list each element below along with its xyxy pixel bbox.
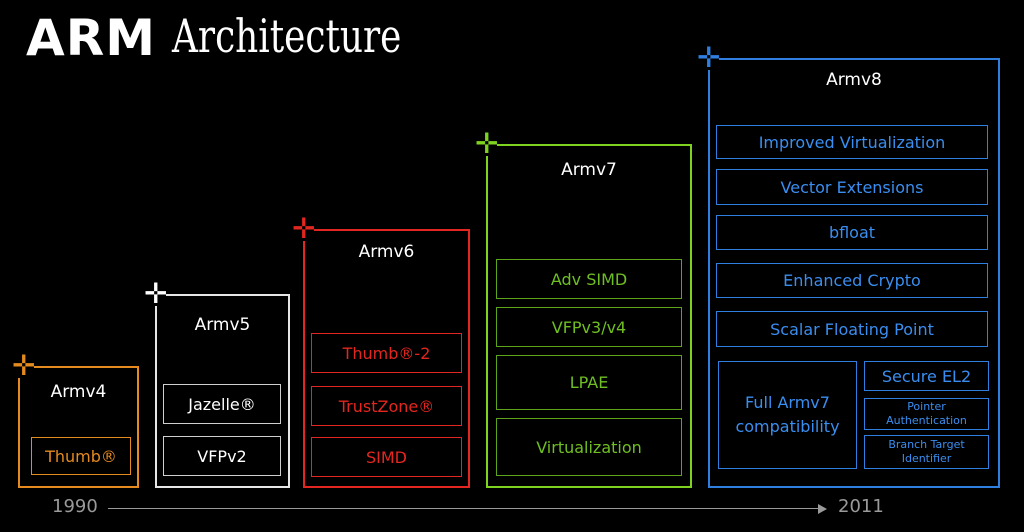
timeline-end-year: 2011: [838, 496, 884, 517]
armv8-feature-bfloat: bfloat: [716, 215, 988, 250]
armv8-feature-vector-extensions: Vector Extensions: [716, 169, 988, 205]
armv8-feature-full-armv7: Full Armv7 compatibility: [718, 361, 857, 469]
armv6-feature-simd: SIMD: [311, 437, 462, 477]
armv6-box: [303, 229, 470, 488]
armv5-feature-vfpv2: VFPv2: [163, 436, 281, 476]
armv7-box: [486, 144, 692, 488]
armv7-feature-adv-simd: Adv SIMD: [496, 259, 682, 299]
armv7-feature-vfp: VFPv3/v4: [496, 307, 682, 347]
armv7-feature-virtualization: Virtualization: [496, 418, 682, 476]
armv8-feature-pointer-auth: Pointer Authentication: [864, 398, 989, 430]
armv5-plus-icon: ✛: [144, 277, 168, 310]
armv6-feature-thumb2: Thumb®-2: [311, 333, 462, 373]
armv8-feature-scalar-fp: Scalar Floating Point: [716, 311, 988, 347]
timeline-start-year: 1990: [52, 496, 98, 517]
armv4-plus-icon: ✛: [12, 349, 36, 382]
armv8-label: Armv8: [826, 70, 882, 90]
armv7-feature-lpae: LPAE: [496, 355, 682, 410]
armv4-box: [18, 366, 139, 488]
armv5-label: Armv5: [194, 315, 251, 335]
armv6-plus-icon: ✛: [292, 212, 316, 245]
armv4-feature-thumb: Thumb®: [31, 437, 131, 475]
armv8-feature-enhanced-crypto: Enhanced Crypto: [716, 263, 988, 298]
arm-logo: ARM: [26, 9, 156, 67]
timeline-arrow-icon: [818, 504, 827, 514]
page-title: Architecture: [172, 9, 402, 63]
armv8-plus-icon: ✛: [697, 41, 721, 74]
armv6-label: Armv6: [358, 242, 415, 262]
armv6-feature-trustzone: TrustZone®: [311, 386, 462, 426]
armv5-box: [155, 294, 290, 488]
armv4-label: Armv4: [50, 382, 107, 402]
armv5-feature-jazelle: Jazelle®: [163, 384, 281, 424]
armv8-box: [708, 58, 1000, 488]
armv8-feature-branch-target: Branch Target Identifier: [864, 435, 989, 469]
armv7-label: Armv7: [561, 160, 617, 180]
armv8-feature-secure-el2: Secure EL2: [864, 361, 989, 391]
armv8-feature-improved-virtualization: Improved Virtualization: [716, 125, 988, 159]
armv7-plus-icon: ✛: [475, 127, 499, 160]
timeline-line: [108, 508, 822, 509]
